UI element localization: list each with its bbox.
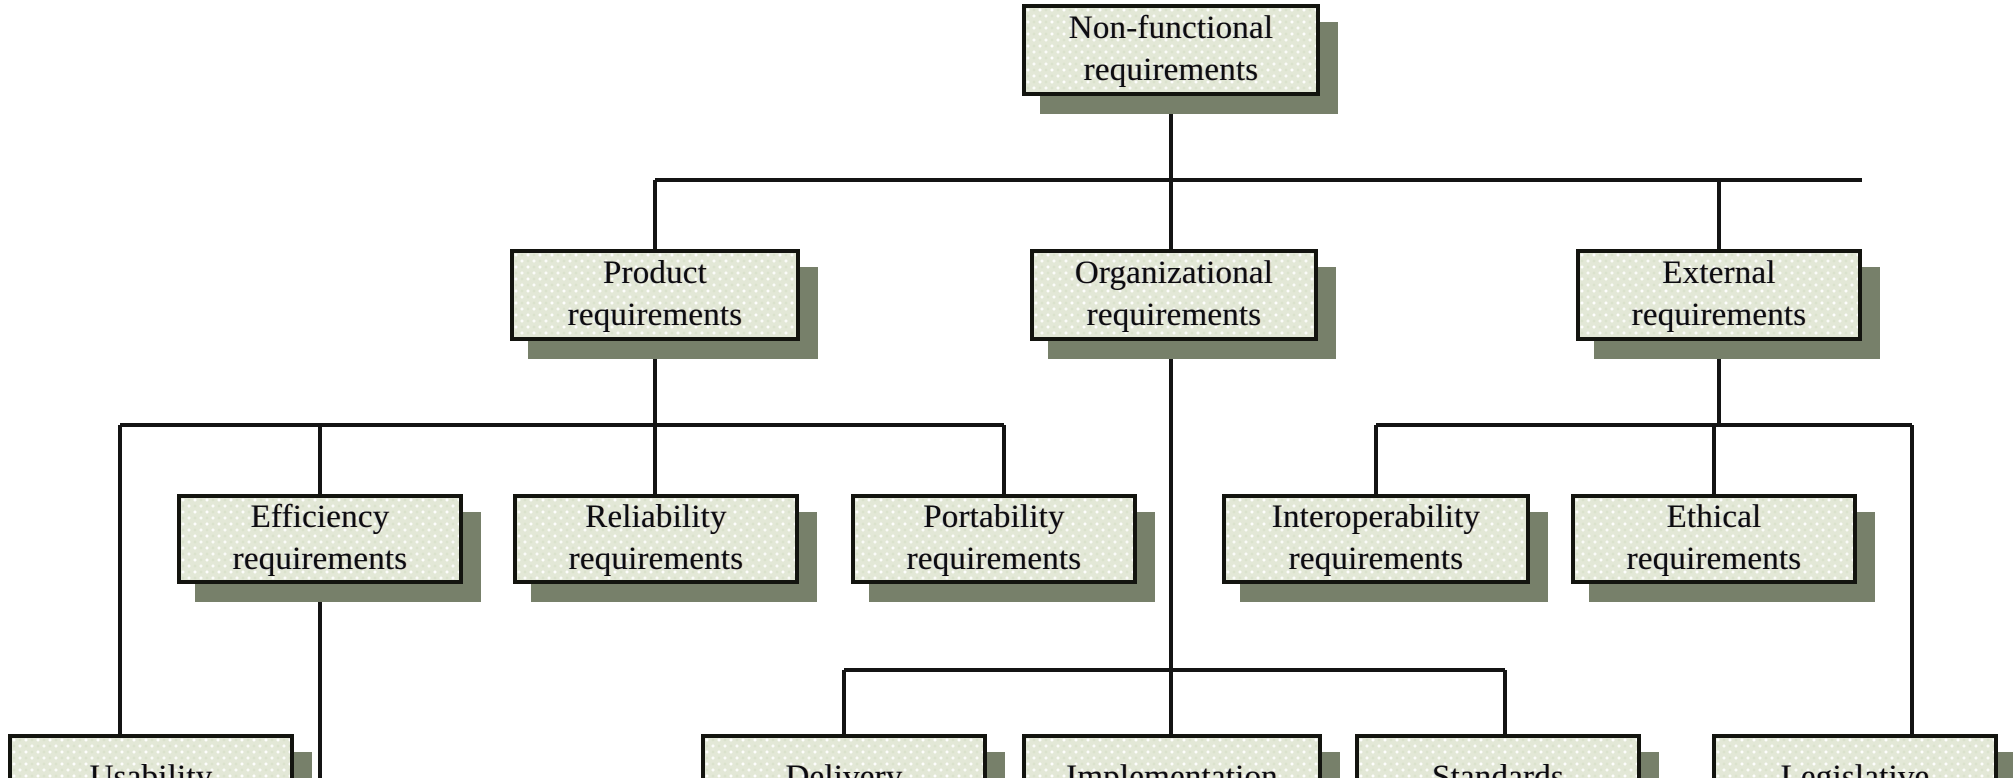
node-box: Interoperability requirements	[1222, 494, 1530, 584]
node-box: Organizational requirements	[1030, 249, 1318, 341]
node-external[interactable]: External requirements	[1576, 249, 1880, 359]
node-label: Standards	[1432, 759, 1564, 778]
node-label: External requirements	[1631, 255, 1807, 333]
node-reliability[interactable]: Reliability requirements	[513, 494, 817, 602]
node-box: Delivery	[701, 734, 987, 778]
node-box: Standards	[1355, 734, 1641, 778]
node-label: Product requirements	[567, 255, 743, 333]
node-root[interactable]: Non-functional requirements	[1022, 4, 1338, 114]
node-box: Legislative	[1712, 734, 1998, 778]
node-label: Ethical requirements	[1626, 499, 1802, 577]
node-label: Implementation	[1066, 759, 1278, 778]
node-label: Efficiency requirements	[232, 499, 408, 577]
node-box: Portability requirements	[851, 494, 1137, 584]
node-interoperability[interactable]: Interoperability requirements	[1222, 494, 1548, 602]
node-box: Implementation	[1022, 734, 1322, 778]
node-implementation[interactable]: Implementation	[1022, 734, 1340, 778]
node-portability[interactable]: Portability requirements	[851, 494, 1155, 602]
node-box: Non-functional requirements	[1022, 4, 1320, 96]
node-box: Usability	[8, 734, 294, 778]
node-label: Interoperability requirements	[1271, 499, 1481, 577]
node-label: Usability	[89, 759, 213, 778]
node-box: Product requirements	[510, 249, 800, 341]
node-organizational[interactable]: Organizational requirements	[1030, 249, 1336, 359]
node-box: Efficiency requirements	[177, 494, 463, 584]
node-label: Reliability requirements	[568, 499, 744, 577]
node-legislative[interactable]: Legislative	[1712, 734, 2013, 778]
node-efficiency[interactable]: Efficiency requirements	[177, 494, 481, 602]
node-standards[interactable]: Standards	[1355, 734, 1659, 778]
node-label: Portability requirements	[906, 499, 1082, 577]
node-product[interactable]: Product requirements	[510, 249, 818, 359]
node-usability[interactable]: Usability	[8, 734, 312, 778]
node-ethical[interactable]: Ethical requirements	[1571, 494, 1875, 602]
node-box: Ethical requirements	[1571, 494, 1857, 584]
node-box: Reliability requirements	[513, 494, 799, 584]
node-label: Organizational requirements	[1074, 255, 1274, 333]
node-label: Legislative	[1780, 759, 1930, 778]
node-delivery[interactable]: Delivery	[701, 734, 1005, 778]
node-label: Non-functional requirements	[1068, 10, 1274, 88]
node-label: Delivery	[785, 759, 903, 778]
node-box: External requirements	[1576, 249, 1862, 341]
